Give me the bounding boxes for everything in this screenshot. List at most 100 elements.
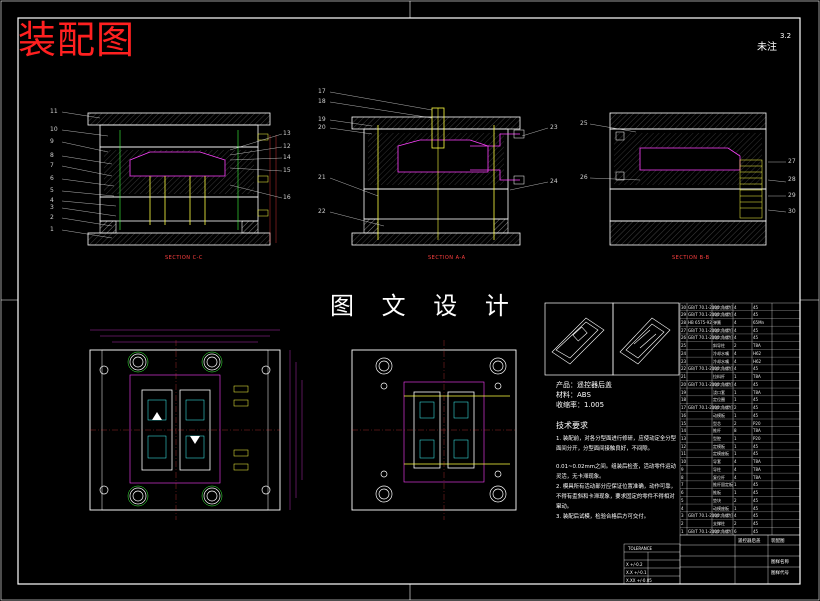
bom-cell: 30	[681, 304, 687, 310]
callout-number: 22	[318, 208, 326, 215]
bom-cell: 浇口套	[713, 389, 725, 395]
bom-cell: 2	[734, 497, 737, 503]
bom-cell: HB 6575-92	[688, 319, 712, 325]
bom-cell: 4	[734, 319, 737, 325]
product-name: 产品：遥控器后盖	[556, 381, 612, 389]
bom-cell: 4	[734, 327, 737, 333]
bom-cell: 24	[681, 350, 687, 356]
bom-cell: T8A	[753, 428, 761, 434]
bom-cell: 斜导柱	[713, 343, 725, 349]
bom-cell: 1	[681, 528, 684, 534]
bom-cell: 复位杆	[713, 474, 725, 480]
callout-number: 19	[318, 116, 326, 123]
bom-cell: T8A	[753, 374, 761, 380]
bom-cell: 45	[753, 397, 759, 403]
bom-cell: H62	[753, 350, 762, 356]
roughness-value: 3.2	[780, 32, 792, 40]
section-b-label: SECTION B-B	[672, 255, 710, 261]
bom-cell: 内六角螺钉	[713, 304, 733, 310]
bom-cell: 1	[734, 397, 737, 403]
bom-cell: 12	[681, 443, 687, 449]
design-center-title: 图 文 设 计	[330, 292, 519, 320]
callout-number: 28	[788, 176, 796, 183]
bom-cell: GB/T 70.1-2000	[688, 327, 720, 333]
requirement-1b: 0.01~0.02mm之间。组装后检查，活动零件运动灵活，无卡滞现象。	[556, 464, 676, 480]
callout-number: 12	[283, 143, 291, 150]
bom-cell: 型腔	[713, 435, 721, 441]
callout-number: 3	[50, 204, 54, 211]
bom-cell: 内六角螺钉	[713, 528, 733, 534]
bom-cell: 4	[734, 513, 737, 519]
bom-cell: GB/T 70.1-2000	[688, 366, 720, 372]
bom-cell: 19	[681, 389, 687, 395]
bom-cell: 10	[681, 459, 687, 465]
bom-cell: 5	[681, 497, 684, 503]
bom-cell: 45	[753, 381, 759, 387]
bom-cell: 14	[681, 428, 687, 434]
requirement-2: 2. 模具所有活动部分应保证位置准确，动作可靠，不得有歪斜和卡滞现象，要求固定的…	[556, 484, 677, 510]
bom-cell: 4	[734, 304, 737, 310]
bom-cell: T8A	[753, 474, 761, 480]
product-iso-views	[544, 302, 680, 376]
roughness-label: 未注	[757, 42, 777, 53]
bom-cell: GB/T 70.1-2000	[688, 381, 720, 387]
bom-cell: 1	[734, 412, 737, 418]
bom-cell: GB/T 70.1-2000	[688, 528, 720, 534]
bom-cell: 45	[753, 335, 759, 341]
callout-number: 26	[580, 174, 588, 181]
bom-cell: 2	[681, 521, 684, 527]
bom-cell: 1	[734, 389, 737, 395]
bom-cell: 4	[734, 350, 737, 356]
bom-cell: GB/T 70.1-2000	[688, 304, 720, 310]
section-c-view	[87, 112, 277, 246]
bom-cell: 4	[734, 474, 737, 480]
callout-number: 13	[283, 130, 291, 137]
bom-cell: 垫块	[713, 497, 721, 503]
section-c-label: SECTION C-C	[165, 255, 203, 261]
bom-cell: T8A	[753, 466, 761, 472]
callout-number: 8	[50, 152, 54, 159]
bom-cell: 6	[734, 528, 737, 534]
callout-number: 29	[788, 192, 796, 199]
requirements-title: 技术要求	[556, 421, 588, 430]
bom-cell: 29	[681, 312, 687, 318]
requirement-1: 1. 装配前，对各分型面进行修研，应使动定全分型面间分开，分型面间接触良好，不间…	[556, 436, 677, 452]
bom-cell: 内六角螺钉	[713, 405, 733, 411]
title-block-page: 图样名称	[771, 560, 789, 565]
bom-cell: 4	[734, 312, 737, 318]
bom-cell: 动模板	[713, 412, 725, 418]
bom-cell: 15	[681, 420, 687, 426]
bom-cell: 型芯	[713, 420, 721, 426]
title-block-code: 图样代号	[771, 571, 789, 576]
tolerance-1: X +/-0.2	[626, 562, 643, 567]
bom-cell: 22	[681, 366, 687, 372]
section-a-label: SECTION A-A	[428, 255, 466, 261]
bom-cell: 4	[734, 381, 737, 387]
bom-cell: 导套	[713, 459, 721, 465]
callout-number: 23	[550, 124, 558, 131]
bom-cell: 45	[753, 304, 759, 310]
bom-row-lines	[680, 310, 800, 528]
bom-cell: 3	[681, 513, 684, 519]
callout-number: 4	[50, 197, 54, 204]
bom-cell: 内六角螺钉	[713, 335, 733, 341]
fixed-half-plan-view	[351, 340, 517, 520]
bom-cell: 动模座板	[713, 505, 729, 511]
bom-cell: 1	[734, 505, 737, 511]
bom-cell: 1	[734, 451, 737, 457]
bom-cell: 1	[734, 374, 737, 380]
bom-cell: 26	[681, 335, 687, 341]
bom-cell: 11	[681, 451, 687, 457]
product-info: 产品：遥控器后盖 材料：ABS 收缩率：1.005	[556, 380, 612, 410]
bom-cell: 45	[753, 513, 759, 519]
callout-number: 15	[283, 167, 291, 174]
bom-cell: 1	[734, 443, 737, 449]
callout-number: 6	[50, 175, 54, 182]
bom-cell: 4	[734, 466, 737, 472]
bom-cell: 内六角螺钉	[713, 327, 733, 333]
bom-cell: 45	[753, 327, 759, 333]
title-block-grid	[623, 534, 801, 585]
bom-cell: 45	[753, 505, 759, 511]
product-material: 材料：ABS	[556, 391, 591, 399]
